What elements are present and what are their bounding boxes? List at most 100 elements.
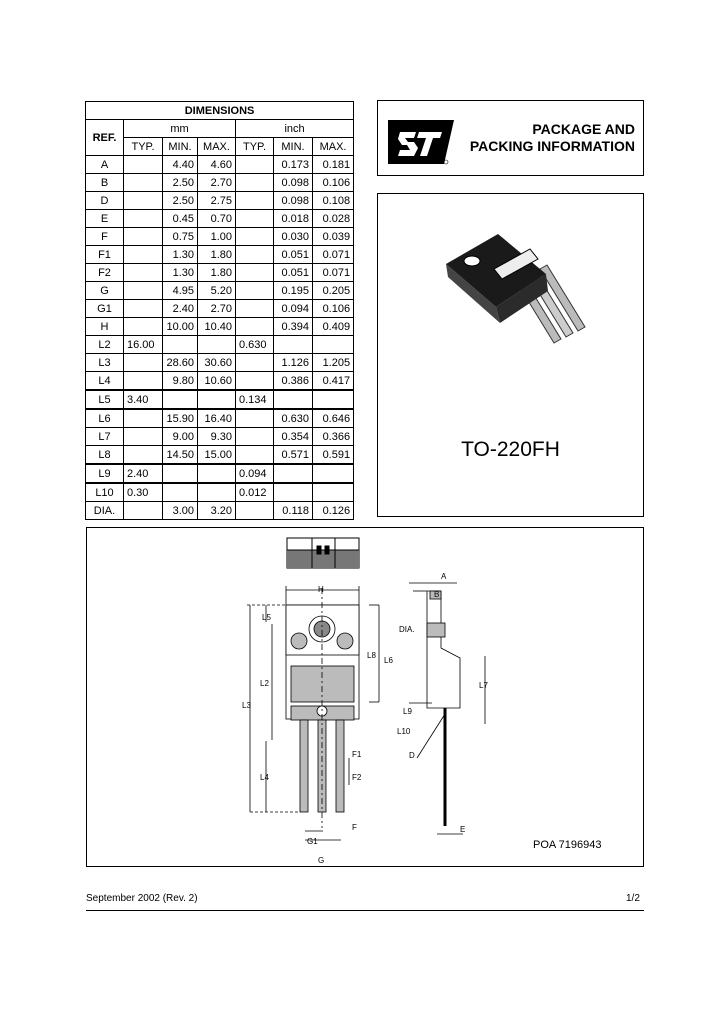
cell-in-max: 0.409 — [311, 317, 355, 336]
cell-in-min: 0.354 — [273, 427, 313, 446]
row-ref: D — [85, 191, 124, 210]
row-ref: G — [85, 281, 124, 300]
row-ref: L6 — [85, 408, 124, 428]
cell-mm-min: 2.40 — [162, 299, 198, 318]
header-box: PACKAGE AND PACKING INFORMATION — [377, 100, 644, 176]
row-ref: A — [85, 155, 124, 174]
cell-in-min: 0.571 — [273, 445, 313, 465]
cell-in-max: 0.646 — [311, 408, 355, 428]
cell-in-typ — [235, 209, 274, 228]
mm-typ-header: TYP. — [123, 137, 163, 156]
cell-mm-max: 5.20 — [197, 281, 236, 300]
label-A: A — [441, 572, 447, 581]
footer-divider — [86, 910, 644, 911]
row-ref: L9 — [85, 463, 124, 484]
label-L10: L10 — [397, 727, 411, 736]
cell-mm-min: 10.00 — [162, 317, 198, 336]
cell-mm-min — [162, 482, 198, 502]
mechanical-drawing: H L5 L2 L3 L4 L8 L6 F1 F2 F G1 G A B DIA… — [242, 537, 488, 865]
cell-mm-typ — [123, 299, 163, 318]
mm-max-header: MAX. — [197, 137, 236, 156]
cell-mm-max: 2.75 — [197, 191, 236, 210]
cell-in-min: 0.098 — [273, 191, 313, 210]
cell-mm-max: 2.70 — [197, 299, 236, 318]
label-L4: L4 — [260, 773, 269, 782]
cell-in-max — [311, 335, 355, 354]
cell-mm-max — [197, 389, 236, 410]
front-view — [247, 586, 380, 841]
row-ref: E — [85, 209, 124, 228]
cell-mm-typ — [123, 501, 163, 520]
cell-in-max: 0.106 — [311, 299, 355, 318]
cell-mm-min: 4.40 — [162, 155, 198, 174]
cell-mm-typ — [123, 209, 163, 228]
cell-mm-min: 15.90 — [162, 408, 198, 428]
cell-in-typ — [235, 427, 274, 446]
label-D: D — [409, 751, 415, 760]
cell-mm-min — [162, 463, 198, 484]
cell-in-typ: 0.094 — [235, 463, 274, 484]
row-ref: B — [85, 173, 124, 192]
cell-mm-min — [162, 389, 198, 410]
cell-in-max: 0.366 — [311, 427, 355, 446]
mm-min-header: MIN. — [162, 137, 198, 156]
cell-mm-typ — [123, 445, 163, 465]
label-F1: F1 — [352, 750, 362, 759]
cell-mm-typ — [123, 371, 163, 391]
cell-in-min: 0.173 — [273, 155, 313, 174]
footer-date: September 2002 (Rev. 2) — [86, 893, 198, 904]
cell-in-typ: 0.134 — [235, 389, 274, 410]
row-ref: L3 — [85, 353, 124, 372]
cell-mm-max: 16.40 — [197, 408, 236, 428]
mechanical-drawing-box: H L5 L2 L3 L4 L8 L6 F1 F2 F G1 G A B DIA… — [86, 527, 644, 867]
label-L8: L8 — [367, 651, 376, 660]
cell-in-typ: 0.012 — [235, 482, 274, 502]
cell-mm-max: 10.60 — [197, 371, 236, 391]
in-max-header: MAX. — [311, 137, 355, 156]
cell-in-max: 0.205 — [311, 281, 355, 300]
cell-in-max: 0.071 — [311, 245, 355, 264]
cell-in-min — [273, 482, 313, 502]
cell-mm-typ: 0.30 — [123, 482, 163, 502]
cell-in-max: 0.108 — [311, 191, 355, 210]
row-ref: L10 — [85, 482, 124, 502]
cell-in-typ — [235, 299, 274, 318]
cell-mm-min: 2.50 — [162, 173, 198, 192]
cell-mm-typ — [123, 263, 163, 282]
cell-mm-typ: 16.00 — [123, 335, 163, 354]
row-ref: L2 — [85, 335, 124, 354]
label-E: E — [460, 825, 465, 834]
cell-in-max: 0.591 — [311, 445, 355, 465]
cell-mm-typ: 2.40 — [123, 463, 163, 484]
cell-mm-typ — [123, 427, 163, 446]
cell-mm-typ — [123, 227, 163, 246]
cell-in-max: 0.181 — [311, 155, 355, 174]
cell-mm-typ — [123, 173, 163, 192]
package-image-box: TO-220FH — [377, 193, 644, 517]
inch-header: inch — [234, 119, 355, 138]
row-ref: G1 — [85, 299, 124, 318]
cell-in-typ — [235, 408, 274, 428]
cell-mm-max — [197, 335, 236, 354]
cell-in-typ — [235, 227, 274, 246]
in-min-header: MIN. — [273, 137, 313, 156]
cell-in-max: 0.417 — [311, 371, 355, 391]
cell-in-typ: 0.630 — [235, 335, 274, 354]
row-ref: F — [85, 227, 124, 246]
cell-mm-min: 0.75 — [162, 227, 198, 246]
label-F2: F2 — [352, 773, 362, 782]
cell-in-min — [273, 389, 313, 410]
label-L2: L2 — [260, 679, 269, 688]
label-L5: L5 — [262, 613, 271, 622]
package-name: TO-220FH — [461, 438, 560, 461]
to220-package-icon — [446, 234, 586, 344]
